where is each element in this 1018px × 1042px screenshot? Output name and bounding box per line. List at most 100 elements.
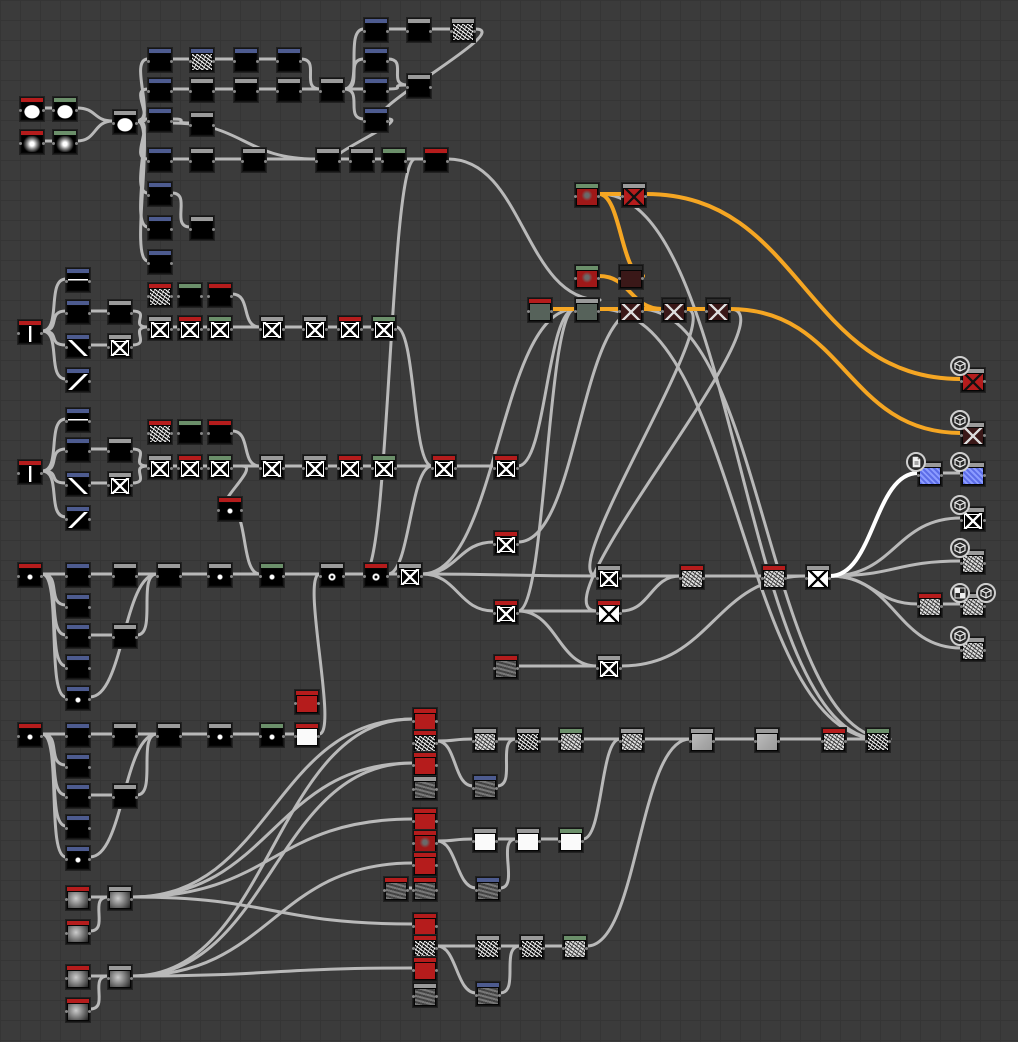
input-port[interactable]	[412, 842, 415, 845]
graph-node[interactable]	[147, 216, 173, 240]
input-port[interactable]	[519, 947, 522, 950]
graph-node[interactable]	[596, 655, 622, 679]
output-port[interactable]	[360, 467, 363, 470]
input-port[interactable]	[475, 994, 478, 997]
input-port[interactable]	[17, 575, 20, 578]
input-port[interactable]	[65, 346, 68, 349]
input-port[interactable]	[189, 160, 192, 163]
graph-node[interactable]	[472, 775, 498, 799]
input-port[interactable]	[156, 575, 159, 578]
output-port[interactable]	[983, 519, 986, 522]
wire[interactable]	[130, 717, 415, 978]
wire[interactable]	[130, 464, 150, 485]
wire[interactable]	[130, 895, 415, 926]
output-port[interactable]	[429, 30, 432, 33]
graph-node[interactable]	[315, 148, 341, 172]
wire[interactable]	[598, 192, 882, 741]
input-port[interactable]	[19, 142, 22, 145]
graph-node[interactable]	[112, 110, 138, 134]
output-port[interactable]	[40, 472, 43, 475]
wire[interactable]	[394, 325, 434, 468]
graph-node[interactable]	[259, 316, 285, 340]
input-port[interactable]	[917, 474, 920, 477]
output-port[interactable]	[88, 380, 91, 383]
output-port[interactable]	[435, 742, 438, 745]
output-port[interactable]	[88, 420, 91, 423]
output-port[interactable]	[135, 122, 138, 125]
input-port[interactable]	[431, 467, 434, 470]
output-port[interactable]	[498, 994, 501, 997]
graph-node[interactable]	[363, 18, 389, 42]
output-port[interactable]	[170, 160, 173, 163]
graph-node[interactable]	[107, 438, 133, 462]
cube-icon[interactable]	[950, 410, 970, 430]
input-port[interactable]	[917, 605, 920, 608]
graph-node[interactable]	[65, 624, 91, 648]
input-port[interactable]	[107, 977, 110, 980]
input-port[interactable]	[515, 740, 518, 743]
output-port[interactable]	[702, 577, 705, 580]
graph-node[interactable]	[574, 265, 600, 289]
graph-node[interactable]	[294, 723, 320, 747]
output-port[interactable]	[200, 295, 203, 298]
graph-node[interactable]	[319, 78, 345, 102]
input-port[interactable]	[960, 434, 963, 437]
input-port[interactable]	[475, 889, 478, 892]
graph-node[interactable]	[761, 565, 787, 589]
graph-node[interactable]	[865, 728, 891, 752]
graph-node[interactable]	[147, 148, 173, 172]
graph-node[interactable]	[412, 730, 438, 754]
output-port[interactable]	[88, 735, 91, 738]
wire[interactable]	[362, 157, 417, 576]
output-port[interactable]	[338, 160, 341, 163]
graph-node[interactable]	[349, 148, 375, 172]
output-port[interactable]	[983, 605, 986, 608]
output-port[interactable]	[642, 740, 645, 743]
output-port[interactable]	[299, 90, 302, 93]
input-port[interactable]	[618, 277, 621, 280]
output-port[interactable]	[40, 575, 43, 578]
graph-node[interactable]	[661, 298, 687, 322]
output-port[interactable]	[282, 735, 285, 738]
graph-node[interactable]	[177, 283, 203, 307]
output-port[interactable]	[538, 740, 541, 743]
input-port[interactable]	[493, 667, 496, 670]
input-port[interactable]	[107, 346, 110, 349]
graph-node[interactable]	[65, 686, 91, 710]
output-port[interactable]	[264, 160, 267, 163]
input-port[interactable]	[189, 60, 192, 63]
output-port[interactable]	[75, 142, 78, 145]
cube-icon[interactable]	[976, 583, 996, 603]
graph-node[interactable]	[960, 637, 986, 661]
input-port[interactable]	[112, 575, 115, 578]
wire[interactable]	[130, 309, 150, 329]
graph-node[interactable]	[207, 283, 233, 307]
wire[interactable]	[342, 57, 366, 91]
output-port[interactable]	[386, 90, 389, 93]
graph-node[interactable]	[276, 48, 302, 72]
graph-node[interactable]	[423, 148, 449, 172]
wire[interactable]	[581, 737, 622, 841]
checker-icon[interactable]	[950, 583, 970, 603]
graph-node[interactable]	[475, 877, 501, 901]
output-port[interactable]	[386, 30, 389, 33]
graph-node[interactable]	[960, 462, 986, 486]
output-port[interactable]	[170, 90, 173, 93]
graph-node[interactable]	[112, 563, 138, 587]
output-port[interactable]	[386, 120, 389, 123]
graph-node[interactable]	[558, 728, 584, 752]
input-port[interactable]	[371, 328, 374, 331]
cube-icon[interactable]	[950, 452, 970, 472]
input-port[interactable]	[276, 90, 279, 93]
output-port[interactable]	[212, 90, 215, 93]
input-port[interactable]	[177, 295, 180, 298]
output-port[interactable]	[844, 740, 847, 743]
output-port[interactable]	[256, 60, 259, 63]
graph-node[interactable]	[112, 624, 138, 648]
input-port[interactable]	[619, 740, 622, 743]
input-port[interactable]	[65, 380, 68, 383]
graph-node[interactable]	[65, 334, 91, 358]
graph-node[interactable]	[107, 886, 133, 910]
wire[interactable]	[435, 839, 478, 890]
